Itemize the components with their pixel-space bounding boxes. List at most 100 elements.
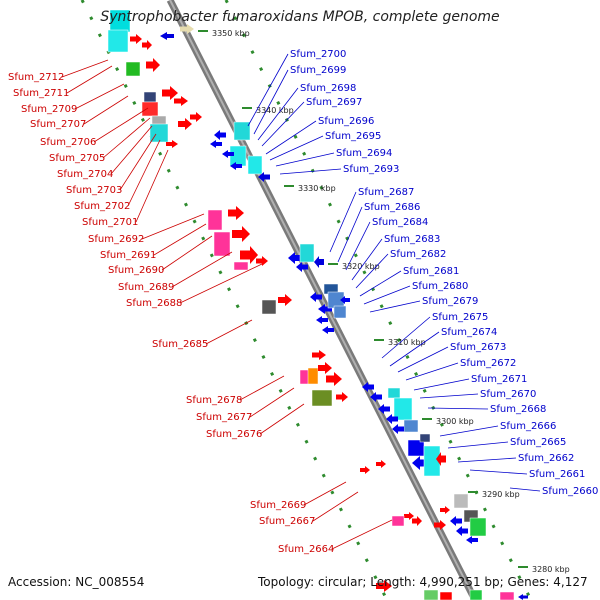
gene-arrow-forward (180, 24, 194, 34)
gene-label-reverse: Sfum_2694 (336, 148, 392, 159)
gene-arrow-reverse (214, 130, 226, 140)
gene-arrow-reverse (222, 150, 234, 158)
gene-arrow-forward (318, 362, 332, 374)
gene-label-forward: Sfum_2690 (108, 265, 164, 276)
gene-arrow-reverse (210, 140, 222, 148)
gene-label-forward: Sfum_2709 (21, 104, 77, 115)
leader-line (257, 87, 299, 141)
leader-line (61, 59, 109, 78)
gene-feature (213, 231, 231, 257)
leader-line (275, 152, 335, 167)
gene-feature (499, 591, 515, 600)
scale-label: 3310 kbp (388, 338, 426, 347)
leader-line (110, 125, 153, 175)
scale-label: 3320 kbp (342, 262, 380, 271)
accession-text: Accession: NC_008554 (8, 575, 145, 589)
gene-arrow-forward (336, 392, 348, 402)
gene-arrow-reverse (288, 252, 302, 264)
leader-line (205, 319, 253, 345)
leader-line (119, 133, 157, 191)
gene-arrow-reverse (316, 316, 328, 324)
gene-arrow-reverse (386, 414, 398, 424)
gene-label-reverse: Sfum_2683 (384, 234, 440, 245)
leader-line (413, 378, 470, 391)
gene-label-forward: Sfum_2711 (13, 88, 69, 99)
gene-feature (423, 589, 439, 600)
gene-feature (247, 155, 263, 175)
gene-arrow-reverse (314, 256, 324, 268)
gene-label-reverse: Sfum_2660 (542, 486, 598, 497)
gene-label-forward: Sfum_2692 (88, 234, 144, 245)
gene-label-forward: Sfum_2704 (57, 169, 113, 180)
gene-arrow-reverse (296, 262, 308, 272)
gene-label-reverse: Sfum_2670 (480, 389, 536, 400)
gene-label-reverse: Sfum_2662 (518, 453, 574, 464)
leader-line (265, 120, 317, 155)
leader-line (405, 362, 459, 381)
gene-label-reverse: Sfum_2671 (471, 374, 527, 385)
gene-arrow-forward (404, 512, 414, 520)
gene-feature (107, 29, 129, 53)
gene-arrow-reverse (392, 424, 404, 434)
leader-line (397, 346, 449, 373)
gene-arrow-forward (166, 140, 178, 148)
gene-arrow-forward (228, 206, 244, 220)
leader-line (247, 53, 289, 127)
scale-label: 3290 kbp (482, 490, 520, 499)
label-leader-lines (61, 53, 541, 550)
gene-arrow-reverse (378, 404, 390, 414)
leader-line (439, 425, 499, 437)
gene-arrow-forward (142, 40, 152, 50)
gene-label-forward: Sfum_2705 (49, 153, 105, 164)
leader-line (389, 331, 440, 367)
gene-feature (439, 591, 453, 600)
leader-line (153, 223, 207, 256)
gene-label-reverse: Sfum_2666 (500, 421, 556, 432)
gene-arrow-reverse (310, 292, 322, 302)
scale-label: 3330 kbp (298, 184, 336, 193)
gene-label-forward: Sfum_2688 (126, 298, 182, 309)
gene-arrow-forward (312, 350, 326, 360)
leader-line (329, 191, 357, 253)
gene-label-forward: Sfum_2702 (74, 201, 130, 212)
gene-feature (233, 261, 249, 271)
gene-label-forward: Sfum_2669 (250, 500, 306, 511)
leader-line (355, 253, 389, 289)
gene-label-forward: Sfum_2676 (206, 429, 262, 440)
gene-label-forward: Sfum_2706 (40, 137, 96, 148)
leader-line (427, 407, 489, 410)
gene-feature (207, 209, 223, 231)
gene-arrow-reverse (436, 452, 446, 466)
gene-label-reverse: Sfum_2700 (290, 49, 346, 60)
leader-line (457, 457, 517, 463)
gene-label-forward: Sfum_2677 (196, 412, 252, 423)
gene-label-forward: Sfum_2689 (118, 282, 174, 293)
leader-line (259, 403, 305, 435)
leader-line (269, 135, 324, 161)
gene-label-reverse: Sfum_2674 (441, 327, 497, 338)
gene-label-forward: Sfum_2703 (66, 185, 122, 196)
leader-line (141, 213, 205, 240)
gene-label-reverse: Sfum_2698 (300, 83, 356, 94)
gene-label-forward: Sfum_2712 (8, 72, 64, 83)
gene-label-reverse: Sfum_2699 (290, 65, 346, 76)
leader-line (66, 65, 113, 94)
leader-line (239, 375, 285, 401)
gene-arrow-reverse (456, 526, 468, 536)
leader-line (127, 139, 161, 207)
gene-arrow-forward (232, 226, 250, 242)
leader-line (171, 251, 233, 288)
gene-feature (391, 515, 405, 527)
gene-feature (469, 517, 487, 537)
gene-label-forward: Sfum_2678 (186, 395, 242, 406)
gene-label-reverse: Sfum_2679 (422, 296, 478, 307)
leader-line (279, 168, 342, 175)
leader-line (447, 441, 509, 449)
gene-arrow-forward (240, 246, 258, 264)
gene-feature (469, 589, 483, 600)
genome-title: Syntrophobacter fumaroxidans MPOB, compl… (100, 9, 500, 25)
leader-line (74, 83, 125, 110)
gene-label-reverse: Sfum_2665 (510, 437, 566, 448)
gene-label-reverse: Sfum_2661 (529, 469, 585, 480)
leader-line (381, 316, 431, 359)
